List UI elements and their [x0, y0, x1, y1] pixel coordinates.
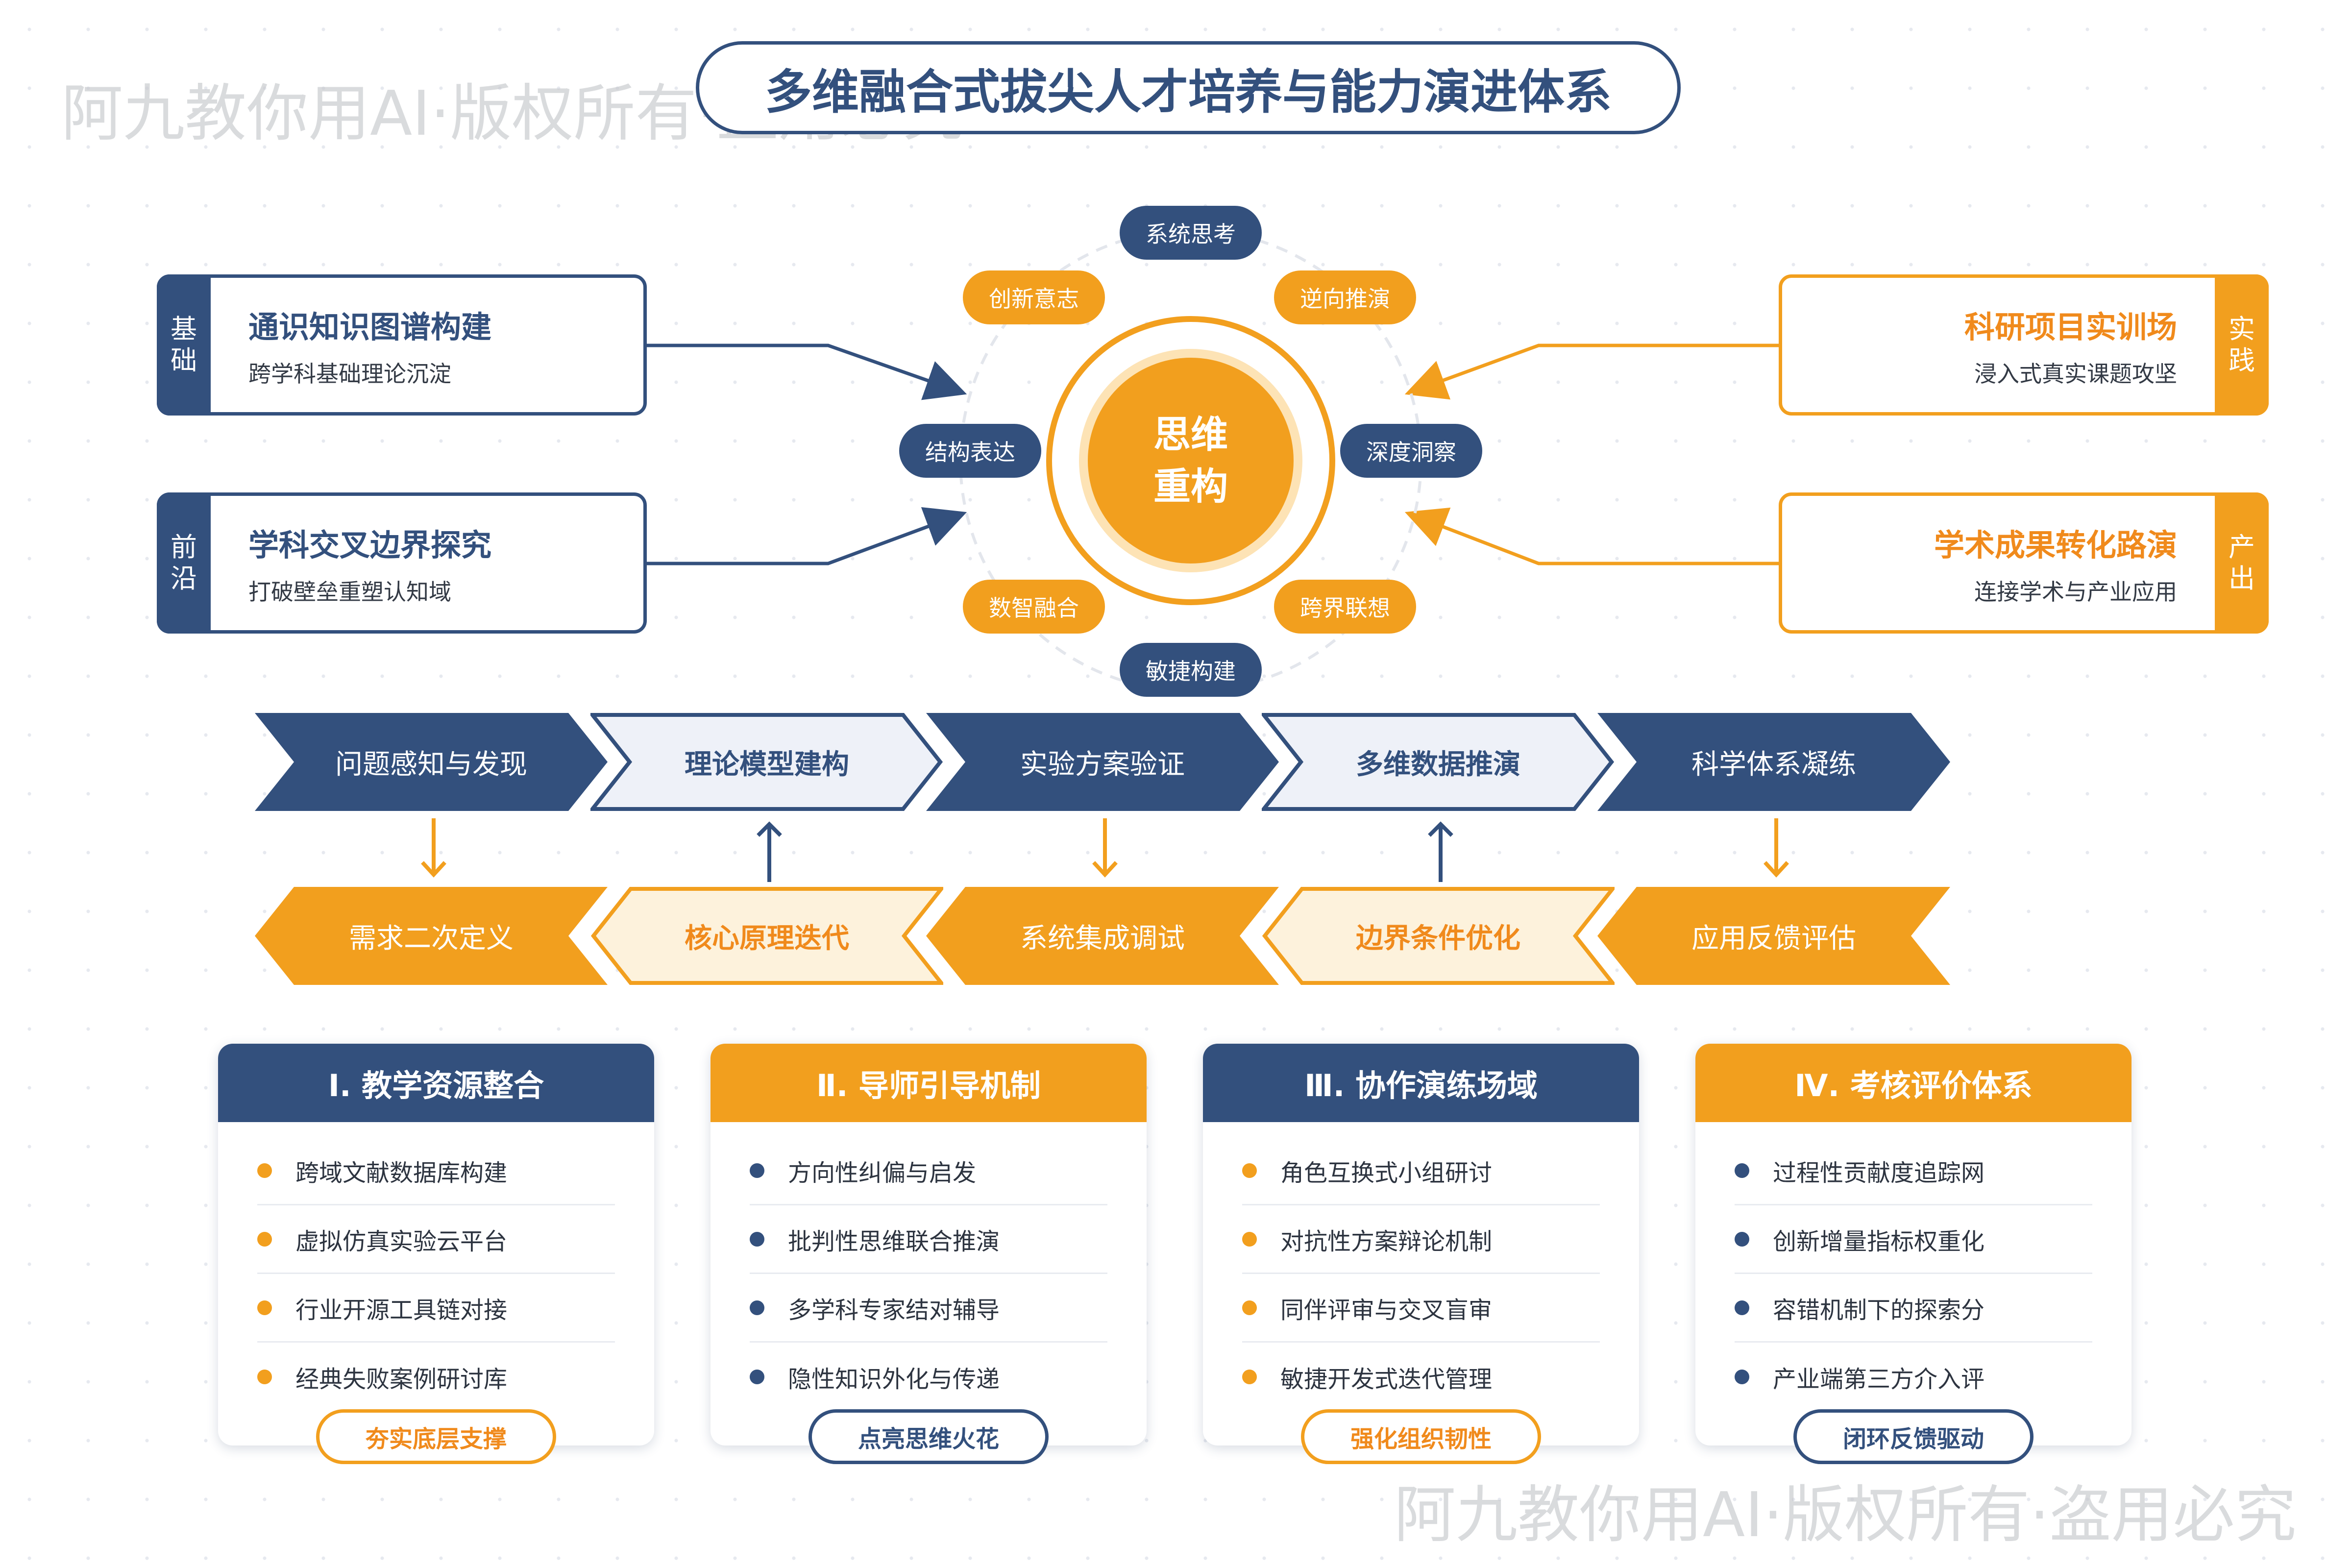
bullet-icon	[257, 1300, 272, 1315]
process-bottom-step-4: 边界条件优化	[1262, 887, 1615, 985]
watermark-bottom: 阿九教你用AI·版权所有·盗用必究	[1394, 1479, 2297, 1551]
card-foundation: 基础 通识知识图谱构建 跨学科基础理论沉淀	[157, 274, 647, 416]
bullet-icon	[1242, 1163, 1257, 1178]
card-practice: 实践 科研项目实训场 浸入式真实课题攻坚	[1779, 274, 2269, 416]
page-title: 多维融合式拔尖人才培养与能力演进体系	[696, 41, 1681, 134]
bullet-icon	[750, 1163, 764, 1178]
list-item: 经典失败案例研讨库	[257, 1343, 615, 1411]
bullet-icon	[1735, 1370, 1749, 1384]
hub-node-deep-insight: 深度洞察	[1340, 424, 1482, 478]
process-top-step-5: 科学体系凝练	[1597, 713, 1950, 811]
hub-node-structured-expression: 结构表达	[899, 424, 1041, 478]
bullet-icon	[750, 1231, 764, 1247]
card-frontier-title: 学科交叉边界探究	[248, 527, 492, 563]
process-top-step-2: 理论模型建构	[590, 713, 943, 811]
bullet-icon	[750, 1370, 764, 1384]
hub-node-reverse-deduction: 逆向推演	[1274, 270, 1416, 324]
card-mentor-guidance-footer: 点亮思维火花	[808, 1409, 1049, 1464]
process-bottom-step-1: 需求二次定义	[255, 887, 608, 985]
list-item: 过程性贡献度追踪网	[1735, 1137, 2092, 1205]
hub-center: 思维 重构	[1088, 358, 1294, 564]
list-item: 容错机制下的探索分	[1735, 1274, 2092, 1343]
bullet-icon	[1735, 1300, 1749, 1315]
process-top-step-3: 实验方案验证	[926, 713, 1279, 811]
card-collaboration-field-header: Ⅲ. 协作演练场域	[1203, 1044, 1639, 1122]
card-output-subtitle: 连接学术与产业应用	[1974, 579, 2177, 605]
bullet-icon	[1735, 1231, 1749, 1247]
process-top-step-1: 问题感知与发现	[255, 713, 608, 811]
card-output-title: 学术成果转化路演	[1934, 527, 2177, 563]
list-item: 虚拟仿真实验云平台	[257, 1205, 615, 1274]
hub-node-agile-build: 敏捷构建	[1120, 643, 1262, 697]
list-item: 创新增量指标权重化	[1735, 1205, 2092, 1274]
card-collaboration-field: Ⅲ. 协作演练场域 角色互换式小组研讨 对抗性方案辩论机制 同伴评审与交叉盲审 …	[1203, 1044, 1639, 1464]
card-frontier-subtitle: 打破壁垒重塑认知域	[248, 579, 451, 605]
card-teaching-resources-header: Ⅰ. 教学资源整合	[218, 1044, 654, 1122]
list-item: 隐性知识外化与传递	[750, 1343, 1107, 1411]
bullet-icon	[257, 1163, 272, 1178]
bullet-icon	[1242, 1370, 1257, 1384]
list-item: 产业端第三方介入评	[1735, 1343, 2092, 1411]
card-foundation-tab: 基础	[157, 274, 211, 416]
process-bottom-step-3: 系统集成调试	[926, 887, 1279, 985]
bullet-icon	[257, 1370, 272, 1384]
card-teaching-resources: Ⅰ. 教学资源整合 跨域文献数据库构建 虚拟仿真实验云平台 行业开源工具链对接 …	[218, 1044, 654, 1464]
hub-node-cross-association: 跨界联想	[1274, 580, 1416, 634]
card-collaboration-field-footer: 强化组织韧性	[1301, 1409, 1541, 1464]
process-vertical-arrows	[421, 818, 1789, 882]
card-practice-title: 科研项目实训场	[1964, 309, 2177, 345]
bullet-icon	[1242, 1300, 1257, 1315]
card-frontier-tab: 前沿	[157, 492, 211, 634]
hub-node-digital-fusion: 数智融合	[963, 580, 1105, 634]
card-frontier: 前沿 学科交叉边界探究 打破壁垒重塑认知域	[157, 492, 647, 634]
bullet-icon	[1242, 1231, 1257, 1247]
list-item: 方向性纠偏与启发	[750, 1137, 1107, 1205]
card-mentor-guidance: Ⅱ. 导师引导机制 方向性纠偏与启发 批判性思维联合推演 多学科专家结对辅导 隐…	[710, 1044, 1147, 1464]
hub-center-line1: 思维	[1153, 413, 1228, 456]
bullet-icon	[257, 1231, 272, 1247]
hub-node-innovation-will: 创新意志	[963, 270, 1105, 324]
card-foundation-title: 通识知识图谱构建	[248, 309, 492, 345]
hub-center-line2: 重构	[1153, 465, 1228, 508]
card-assessment-system-footer: 闭环反馈驱动	[1793, 1409, 2034, 1464]
bullet-icon	[750, 1300, 764, 1315]
list-item: 多学科专家结对辅导	[750, 1274, 1107, 1343]
list-item: 同伴评审与交叉盲审	[1242, 1274, 1600, 1343]
list-item: 跨域文献数据库构建	[257, 1137, 615, 1205]
list-item: 敏捷开发式迭代管理	[1242, 1343, 1600, 1411]
process-bottom-step-5: 应用反馈评估	[1597, 887, 1950, 985]
card-assessment-system-header: Ⅳ. 考核评价体系	[1695, 1044, 2132, 1122]
card-mentor-guidance-header: Ⅱ. 导师引导机制	[710, 1044, 1147, 1122]
card-assessment-system: Ⅳ. 考核评价体系 过程性贡献度追踪网 创新增量指标权重化 容错机制下的探索分 …	[1695, 1044, 2132, 1464]
card-foundation-subtitle: 跨学科基础理论沉淀	[248, 361, 451, 387]
card-teaching-resources-footer: 夯实底层支撑	[316, 1409, 556, 1464]
list-item: 批判性思维联合推演	[750, 1205, 1107, 1274]
card-practice-tab: 实践	[2215, 274, 2269, 416]
card-output-tab: 产出	[2215, 492, 2269, 634]
card-practice-subtitle: 浸入式真实课题攻坚	[1974, 361, 2177, 387]
process-top-step-4: 多维数据推演	[1262, 713, 1615, 811]
bullet-icon	[1735, 1163, 1749, 1178]
list-item: 对抗性方案辩论机制	[1242, 1205, 1600, 1274]
process-bottom-step-2: 核心原理迭代	[590, 887, 943, 985]
card-output: 产出 学术成果转化路演 连接学术与产业应用	[1779, 492, 2269, 634]
hub-node-system-thinking: 系统思考	[1120, 206, 1262, 260]
list-item: 行业开源工具链对接	[257, 1274, 615, 1343]
list-item: 角色互换式小组研讨	[1242, 1137, 1600, 1205]
